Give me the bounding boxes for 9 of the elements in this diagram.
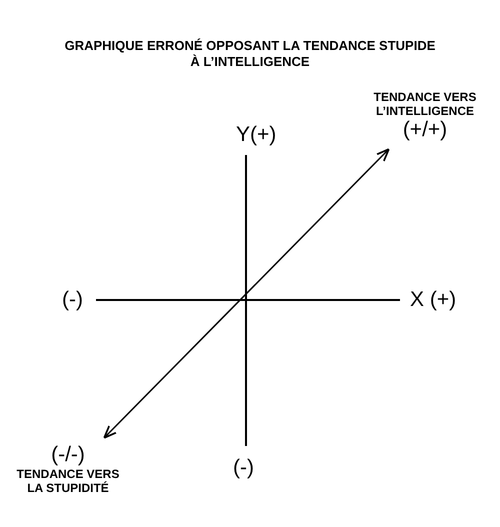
axis-label: (-) <box>62 288 83 312</box>
trend-label: TENDANCE VERS LA STUPIDITÉ <box>16 467 120 495</box>
axis-label: X (+) <box>410 288 456 312</box>
quadrant-label: (+/+) <box>402 118 448 142</box>
chart-title: GRAPHIQUE ERRONÉ OPPOSANT LA TENDANCE STUPIDE À L’INTELLIGENCE <box>64 38 436 70</box>
quadrant-label: (-/-) <box>50 443 86 467</box>
axis-label: Y(+) <box>236 123 276 147</box>
axis-label: (-) <box>233 456 254 480</box>
trend-label: TENDANCE VERS L’INTELLIGENCE <box>372 90 478 118</box>
